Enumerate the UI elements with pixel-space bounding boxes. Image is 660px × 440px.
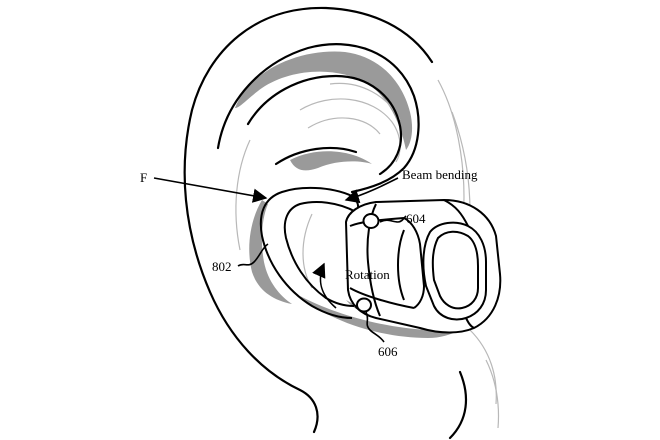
earbud	[259, 186, 502, 334]
earbud-shadow	[300, 296, 478, 338]
antihelix	[246, 74, 403, 176]
rotation-arrow	[312, 262, 337, 309]
faceplate-edge-top	[443, 199, 469, 227]
rotation-label: Rotation	[345, 267, 390, 282]
body-facet-line-4	[349, 287, 415, 309]
beam-bending-label: Beam bending	[402, 167, 478, 182]
body-facet-line-2	[403, 217, 425, 309]
concha-shadow	[290, 151, 372, 171]
ear-outline	[183, 6, 467, 440]
faceplate-edge-bottom	[465, 317, 475, 329]
ear-hook-inner	[283, 201, 357, 307]
beam-bending-arrow	[344, 177, 399, 204]
leader-802	[237, 243, 269, 267]
inner-helix-rim	[216, 43, 420, 194]
pivot-606	[356, 297, 372, 313]
nozzle-ridge	[397, 229, 405, 301]
ref-604-label: 604	[406, 211, 426, 226]
leader-606	[365, 311, 385, 343]
ref-802-label: 802	[212, 259, 232, 274]
antihelix-crus	[274, 146, 358, 166]
pivots	[356, 213, 380, 313]
force-arrow	[153, 177, 268, 203]
helix-inner-shadow	[235, 51, 413, 151]
inner-ear-folds	[235, 79, 500, 429]
outer-helix	[183, 6, 434, 434]
faceplate-inner	[431, 230, 479, 310]
force-label: F	[140, 170, 147, 185]
ear-hook-outer	[259, 186, 353, 319]
ref-606-label: 606	[378, 344, 398, 359]
faceplate	[422, 221, 487, 321]
hook-shadow-left	[249, 200, 292, 304]
pivot-604	[362, 213, 380, 229]
earlobe-curve	[448, 370, 467, 440]
leader-604	[379, 215, 407, 223]
annotations	[153, 177, 407, 343]
